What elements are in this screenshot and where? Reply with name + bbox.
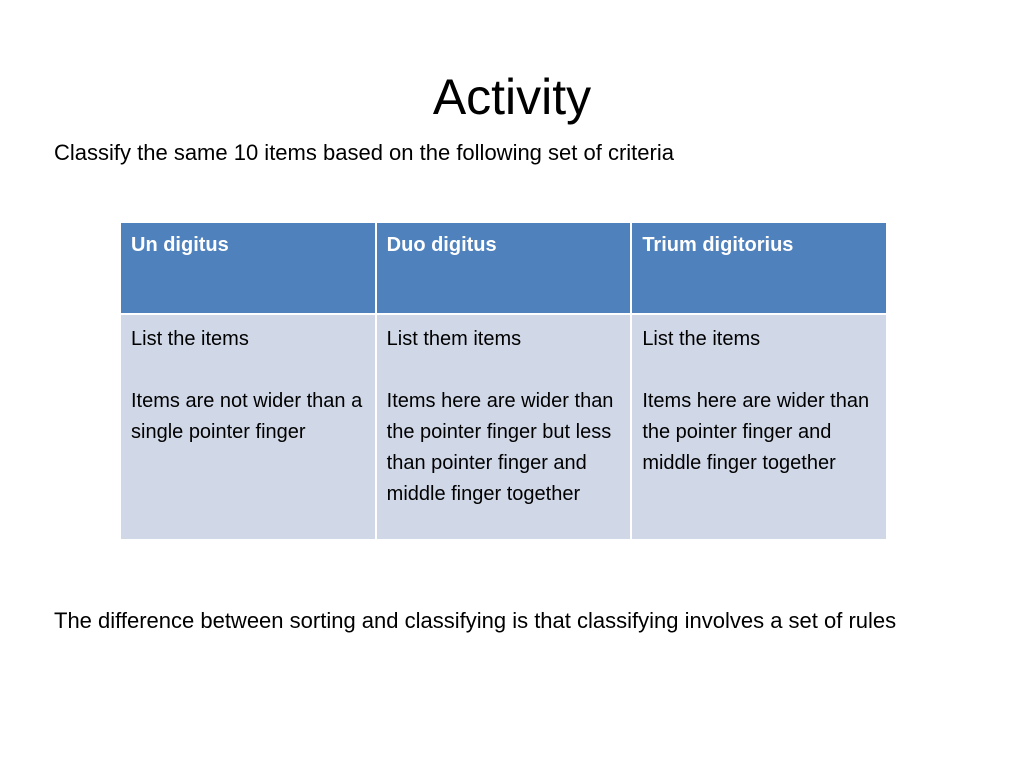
footer-text: The difference between sorting and class… bbox=[54, 608, 897, 633]
cell-spacer bbox=[387, 355, 621, 386]
cell-spacer bbox=[642, 355, 876, 386]
cell-description: Items here are wider than the pointer fi… bbox=[386, 390, 614, 505]
cell-description: Items here are wider than the pointer fi… bbox=[642, 390, 870, 474]
cell-description: Items are not wider than a single pointe… bbox=[131, 390, 363, 443]
header-cell-trium-digitorius: Trium digitorius bbox=[630, 221, 888, 315]
slide-title: Activity bbox=[432, 69, 592, 125]
cell-list-text: List the items bbox=[642, 328, 761, 350]
header-cell-duo-digitus: Duo digitus bbox=[374, 221, 633, 315]
cell-spacer bbox=[131, 355, 365, 386]
cell-list-text: List the items bbox=[131, 328, 249, 350]
criteria-table: Un digitus Duo digitus Trium digitorius … bbox=[119, 221, 888, 541]
table-header-row: Un digitus Duo digitus Trium digitorius bbox=[119, 221, 888, 315]
table-cell-trium-digitorius: List the items Items here are wider than… bbox=[630, 313, 888, 541]
intro-text: Classify the same 10 items based on the … bbox=[54, 140, 674, 165]
table-cell-duo-digitus: List them items Items here are wider tha… bbox=[374, 313, 633, 541]
cell-list-text: List them items bbox=[386, 328, 522, 350]
table-row: List the items Items are not wider than … bbox=[119, 313, 888, 541]
table-cell-un-digitus: List the items Items are not wider than … bbox=[119, 313, 377, 541]
header-cell-un-digitus: Un digitus bbox=[119, 221, 377, 315]
